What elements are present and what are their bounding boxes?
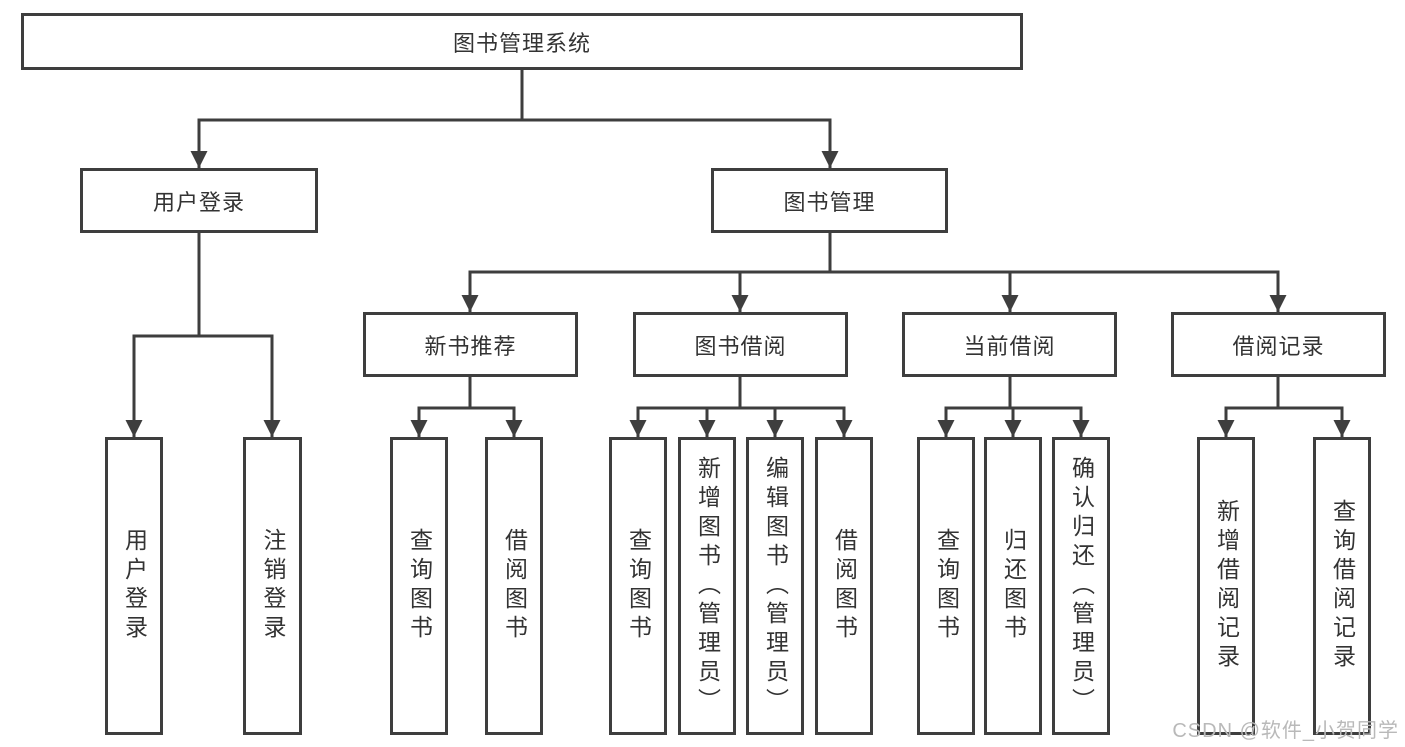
leaf-br-query-record-label: 查询借阅记录 <box>1329 499 1356 673</box>
leaf-user-login-label: 用户登录 <box>121 528 148 644</box>
leaf-bb-add-books-admin-label: 新增图书（管理员） <box>694 455 721 717</box>
leaf-bb-query-books-label: 查询图书 <box>625 528 652 644</box>
node-current-borrowing-label: 当前借阅 <box>963 333 1056 359</box>
leaf-bb-borrow-books: 借阅图书 <box>815 437 873 735</box>
leaf-bb-add-books-admin: 新增图书（管理员） <box>678 437 736 735</box>
node-borrow-records: 借阅记录 <box>1171 312 1386 377</box>
node-borrow-records-label: 借阅记录 <box>1232 333 1325 359</box>
leaf-nbr-borrow-books-label: 借阅图书 <box>501 528 528 644</box>
leaf-cb-confirm-return-admin-label: 确认归还（管理员） <box>1068 455 1095 717</box>
leaf-nbr-borrow-books: 借阅图书 <box>485 437 543 735</box>
leaf-bb-edit-books-admin-label: 编辑图书（管理员） <box>762 455 789 717</box>
leaf-nbr-query-books-label: 查询图书 <box>406 528 433 644</box>
node-root: 图书管理系统 <box>21 13 1023 70</box>
leaf-br-add-record: 新增借阅记录 <box>1197 437 1255 735</box>
leaf-cb-return-books-label: 归还图书 <box>1000 528 1027 644</box>
leaf-bb-query-books: 查询图书 <box>609 437 667 735</box>
node-new-book-recommend-label: 新书推荐 <box>424 333 517 359</box>
leaf-bb-edit-books-admin: 编辑图书（管理员） <box>746 437 804 735</box>
leaf-user-login: 用户登录 <box>105 437 163 735</box>
leaf-cb-confirm-return-admin: 确认归还（管理员） <box>1052 437 1110 735</box>
node-book-borrowing: 图书借阅 <box>633 312 848 377</box>
leaf-br-add-record-label: 新增借阅记录 <box>1213 499 1240 673</box>
leaf-cb-return-books: 归还图书 <box>984 437 1042 735</box>
node-current-borrowing: 当前借阅 <box>902 312 1117 377</box>
node-book-management: 图书管理 <box>711 168 948 233</box>
leaf-logout: 注销登录 <box>243 437 302 735</box>
node-book-management-label: 图书管理 <box>783 189 876 215</box>
watermark: CSDN @软件_小贺同学 <box>1172 720 1399 742</box>
leaf-br-query-record: 查询借阅记录 <box>1313 437 1371 735</box>
leaf-cb-query-books: 查询图书 <box>917 437 975 735</box>
node-user-login: 用户登录 <box>80 168 318 233</box>
node-new-book-recommend: 新书推荐 <box>363 312 578 377</box>
node-root-label: 图书管理系统 <box>452 30 591 56</box>
leaf-bb-borrow-books-label: 借阅图书 <box>831 528 858 644</box>
leaf-nbr-query-books: 查询图书 <box>390 437 448 735</box>
leaf-cb-query-books-label: 查询图书 <box>933 528 960 644</box>
node-book-borrowing-label: 图书借阅 <box>694 333 787 359</box>
node-user-login-label: 用户登录 <box>152 189 245 215</box>
leaf-logout-label: 注销登录 <box>260 528 286 644</box>
